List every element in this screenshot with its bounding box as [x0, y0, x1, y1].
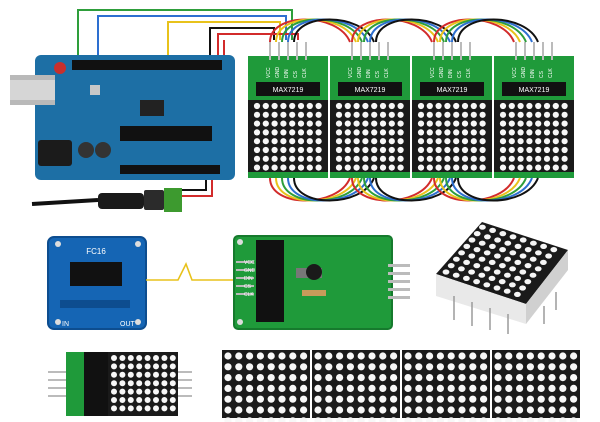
- pin-label: CLK: [302, 68, 308, 78]
- pin-label: DIN: [448, 69, 454, 78]
- pin-label: DIN: [284, 69, 290, 78]
- pin-label: CLK: [384, 68, 390, 78]
- green-driver-board: [233, 235, 410, 330]
- pin-label: VCC: [348, 67, 354, 78]
- pin-label: DIN: [530, 69, 536, 78]
- pin-label: VCC: [266, 67, 272, 78]
- pin-label: VCC: [430, 67, 436, 78]
- pin-label: CS: [293, 70, 299, 78]
- pin-label: DIN: [366, 69, 372, 78]
- pin-label: GND: [439, 67, 445, 79]
- pin-label: CS: [539, 70, 545, 78]
- chip-label: MAX7219: [519, 87, 550, 94]
- arduino-board: [10, 55, 235, 180]
- dc-power-plug-icon: [31, 188, 182, 212]
- green-pin-label: GND: [244, 268, 256, 274]
- signal-wire: [146, 262, 250, 281]
- pin-label: GND: [357, 67, 363, 79]
- blue-board-out-label: OUT: [120, 321, 136, 328]
- pin-label: VCC: [512, 67, 518, 78]
- green-pin-label: DIN: [244, 276, 253, 282]
- pin-label: CLK: [548, 68, 554, 78]
- green-pin-label: VCC: [244, 260, 255, 266]
- pin-label: CLK: [466, 68, 472, 78]
- pin-label: CS: [375, 70, 381, 78]
- pin-label: CS: [457, 70, 463, 78]
- pin-label: GND: [275, 67, 281, 79]
- green-pin-label: CLK: [244, 292, 254, 298]
- blue-board-in-label: IN: [62, 321, 69, 328]
- quad-matrix-panel: [222, 350, 580, 422]
- led-matrix-icon: [436, 222, 568, 334]
- green-pin-label: CS: [244, 284, 252, 290]
- chip-label: MAX7219: [355, 87, 386, 94]
- chip-label: MAX7219: [437, 87, 468, 94]
- blue-board-top-label: FC16: [86, 247, 106, 256]
- chip-label: MAX7219: [273, 87, 304, 94]
- single-matrix-module: [48, 352, 192, 416]
- blue-driver-board: [47, 236, 147, 330]
- pin-label: GND: [521, 67, 527, 79]
